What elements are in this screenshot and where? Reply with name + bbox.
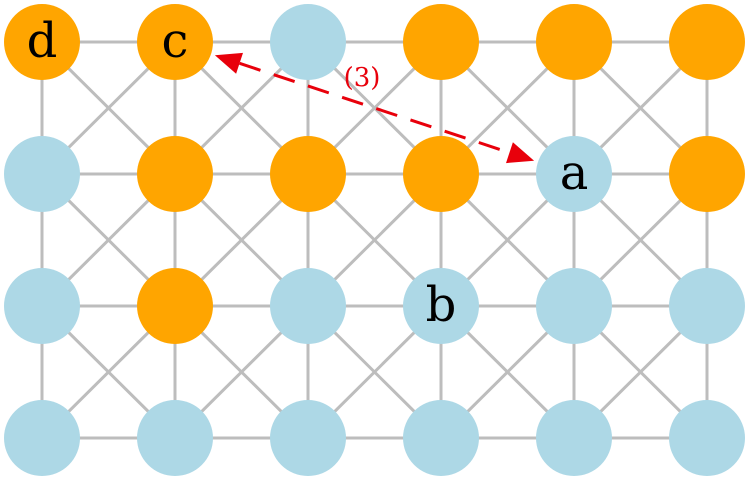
grid-node	[536, 268, 612, 344]
node-label-c: c	[162, 13, 189, 69]
grid-node	[403, 400, 479, 476]
grid-node	[669, 4, 745, 80]
node-b	[403, 268, 479, 344]
grid-node	[137, 268, 213, 344]
grid-node	[137, 400, 213, 476]
arrow-head-start-icon	[214, 52, 243, 74]
grid-node	[4, 136, 80, 212]
node-label-d: d	[27, 13, 58, 69]
grid-node	[536, 400, 612, 476]
grid-node	[669, 268, 745, 344]
grid-node	[137, 136, 213, 212]
grid-node	[4, 268, 80, 344]
grid-node	[270, 136, 346, 212]
nodes-layer: d c a b	[4, 4, 745, 476]
grid-node	[270, 400, 346, 476]
node-c	[137, 4, 213, 80]
grid-node	[270, 268, 346, 344]
grid-node	[270, 4, 346, 80]
grid-node	[403, 4, 479, 80]
grid-node	[4, 400, 80, 476]
grid-node	[669, 400, 745, 476]
edges-layer	[40, 40, 709, 440]
node-label-a: a	[560, 145, 589, 201]
node-d	[4, 4, 80, 80]
node-label-b: b	[426, 277, 457, 333]
grid-node	[669, 136, 745, 212]
arrow-head-end-icon	[506, 142, 535, 164]
grid-node	[536, 4, 612, 80]
node-a	[536, 136, 612, 212]
grid-node	[403, 136, 479, 212]
distance-label: (3)	[344, 63, 381, 93]
distance-arrow-line	[239, 61, 510, 155]
distance-arrow: (3)	[214, 52, 535, 164]
